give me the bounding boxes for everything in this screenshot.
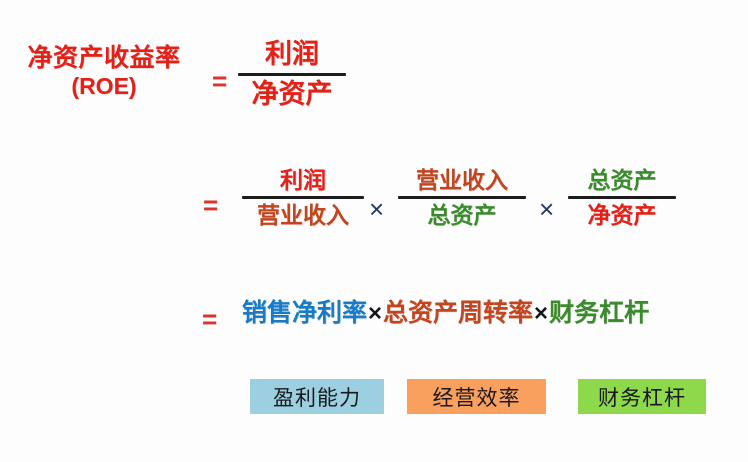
fraction-asset-turnover: 营业收入 总资产	[396, 168, 528, 228]
fraction-roe-bar	[238, 72, 346, 76]
multiplication-sign-row3-second: ×	[534, 300, 549, 327]
roe-title-label: 净资产收益率 (ROE)	[14, 44, 194, 100]
roe-title-english: (ROE)	[71, 73, 137, 99]
equals-sign-row2: =	[203, 190, 219, 220]
fraction-asset-turnover-denominator: 总资产	[427, 202, 497, 229]
category-label-financial-leverage: 财务杠杆	[598, 386, 686, 410]
fraction-net-margin-bar	[242, 196, 364, 200]
multiplication-sign-row2-first: ×	[369, 194, 385, 224]
ratio-term-financial-leverage: 财务杠杆	[549, 299, 650, 327]
category-label-operating-efficiency: 经营效率	[432, 386, 521, 410]
fraction-net-margin-denominator: 营业收入	[257, 202, 349, 229]
category-box-operating-efficiency: 经营效率	[407, 379, 546, 414]
ratio-term-asset-turnover: 总资产周转率	[383, 299, 534, 327]
fraction-asset-turnover-bar	[398, 196, 526, 200]
fraction-net-margin-numerator: 利润	[280, 167, 326, 193]
fraction-equity-multiplier-bar	[568, 196, 676, 200]
fraction-roe-denominator: 净资产	[251, 78, 333, 109]
fraction-roe: 利润 净资产	[236, 40, 348, 108]
fraction-equity-multiplier: 总资产 净资产	[566, 168, 678, 228]
roe-title-chinese: 净资产收益率	[27, 44, 181, 72]
category-box-financial-leverage: 财务杠杆	[578, 379, 706, 414]
category-label-profitability: 盈利能力	[273, 386, 361, 410]
fraction-equity-multiplier-denominator: 净资产	[587, 202, 657, 229]
fraction-equity-multiplier-numerator: 总资产	[587, 167, 657, 193]
ratio-term-net-profit-margin: 销售净利率	[242, 299, 368, 327]
fraction-roe-numerator: 利润	[265, 39, 319, 69]
fraction-net-margin: 利润 营业收入	[240, 168, 366, 228]
ratio-terms-line: 销售净利率×总资产周转率×财务杠杆	[242, 299, 650, 328]
multiplication-sign-row2-second: ×	[539, 194, 555, 224]
equals-sign-row3: =	[202, 304, 218, 334]
fraction-asset-turnover-numerator: 营业收入	[416, 167, 508, 193]
multiplication-sign-row3-first: ×	[368, 300, 383, 327]
category-box-profitability: 盈利能力	[250, 379, 384, 414]
equals-sign-row1: =	[212, 66, 228, 96]
